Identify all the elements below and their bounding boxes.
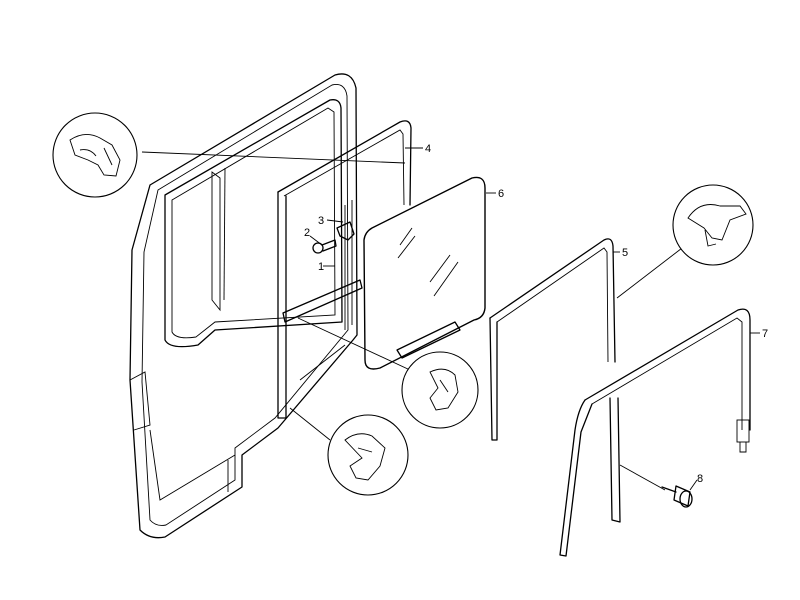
callout-4: 4 — [425, 143, 431, 155]
callout-2: 2 — [304, 227, 310, 239]
detail-view-center — [401, 351, 479, 429]
callout-8: 8 — [697, 473, 703, 485]
detail-view-lower-center — [327, 414, 409, 496]
callout-3: 3 — [318, 215, 324, 227]
callout-7: 7 — [762, 328, 768, 340]
callout-6: 6 — [498, 188, 504, 200]
door-glass — [363, 176, 486, 370]
leader-lines — [141, 147, 760, 491]
part-3-clip — [336, 221, 355, 241]
rear-run-channel — [489, 238, 616, 441]
detail-view-top-left — [52, 112, 138, 198]
run-channel-frame — [277, 120, 412, 419]
part-8-screw — [661, 485, 693, 508]
callout-1: 1 — [318, 261, 324, 273]
detail-view-upper-right — [672, 184, 754, 266]
part-2-bolt — [312, 239, 337, 254]
window-channel — [559, 308, 751, 557]
callout-5: 5 — [622, 247, 628, 259]
